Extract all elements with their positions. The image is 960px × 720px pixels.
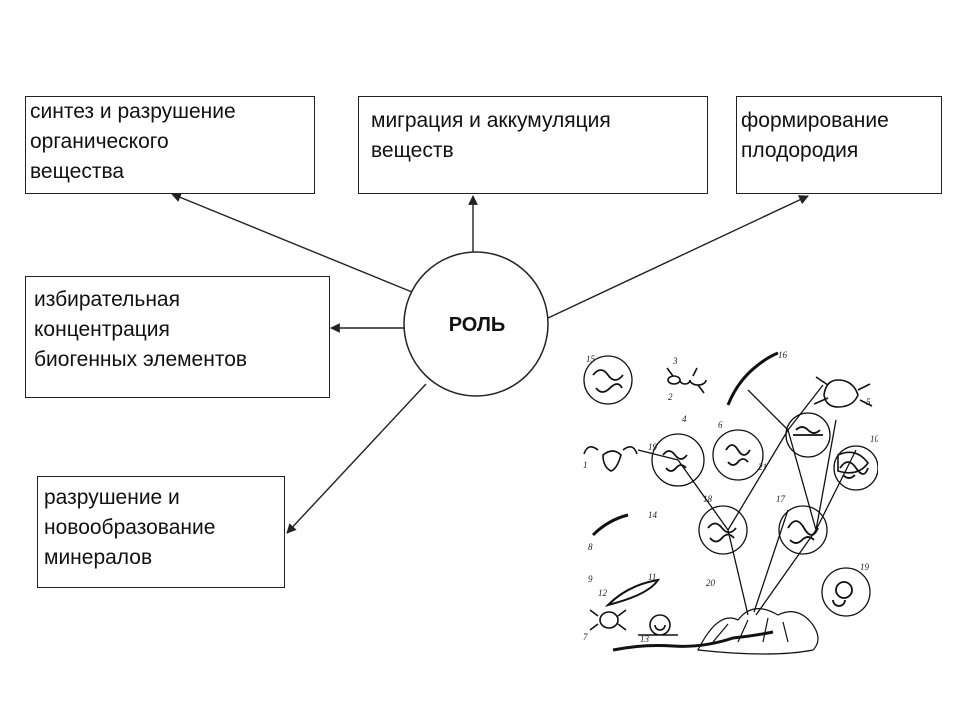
micro-organisms — [592, 369, 869, 607]
illustration-number: 11 — [648, 572, 656, 582]
role-box-fertility: формирование плодородия — [736, 96, 942, 194]
woodlouse-icon — [837, 451, 869, 474]
illustration-number: 8 — [588, 542, 593, 552]
illustration-number: 15 — [586, 354, 596, 364]
illustration-number: 5 — [866, 397, 871, 407]
food-web-lines — [637, 384, 857, 616]
illustration-number: 20 — [706, 578, 716, 588]
beetle-icon — [813, 376, 873, 408]
illustration-number: 16 — [778, 350, 788, 360]
illustration-number: 13 — [640, 634, 650, 644]
role-box-minerals: разрушение и новообразование минералов — [37, 476, 285, 588]
fly-icon — [583, 446, 638, 472]
micro-circle-1 — [583, 355, 633, 405]
soil-organisms-illustration: 15 3 16 2 4 6 5 1 19 18 21 17 10 11 7 20… — [583, 350, 878, 655]
illustration-number: 12 — [598, 588, 608, 598]
illustration-number: 7 — [583, 632, 588, 642]
center-circle — [403, 251, 549, 397]
illustration-number: 19 — [860, 562, 870, 572]
arrow-to-minerals — [286, 383, 427, 534]
micro-circle-2 — [651, 433, 705, 487]
slug-icon — [604, 578, 661, 607]
centipede-icon — [591, 513, 629, 537]
illustration-number: 19 — [648, 442, 658, 452]
micro-circle-3 — [712, 429, 764, 481]
illustration-number: 10 — [870, 434, 878, 444]
micro-circle-6 — [698, 505, 748, 555]
role-text: формирование плодородия — [741, 109, 889, 163]
role-text: миграция и аккумуляция веществ — [371, 109, 611, 163]
role-text: синтез и разрушение органического вещест… — [30, 100, 236, 184]
illustration-number: 6 — [718, 420, 723, 430]
arrow-to-fertility — [547, 195, 809, 319]
micro-circle-5 — [833, 445, 878, 491]
micro-circle-8 — [821, 567, 871, 617]
ant-icon — [666, 367, 707, 394]
arrow-to-synthesis — [171, 192, 413, 293]
illustration-number: 18 — [703, 494, 713, 504]
center-label: РОЛЬ — [448, 314, 506, 336]
role-box-synthesis: синтез и разрушение органического вещест… — [25, 96, 315, 194]
role-box-concentration: избирательная концентрация биогенных эле… — [25, 276, 330, 398]
micro-circle-4 — [785, 412, 831, 458]
plant-litter-icon — [697, 608, 819, 655]
illustration-number: 1 — [583, 460, 588, 470]
illustration-number: 21 — [758, 462, 767, 472]
illustration-number: 17 — [776, 494, 786, 504]
earthworm-icon — [612, 630, 774, 652]
illustration-number: 3 — [672, 356, 678, 366]
mite-icon — [589, 609, 627, 631]
illustration-number: 4 — [682, 414, 687, 424]
micro-circle-7 — [778, 505, 828, 555]
role-box-migration: миграция и аккумуляция веществ — [358, 96, 708, 194]
role-text: избирательная концентрация биогенных эле… — [34, 288, 248, 372]
snail-icon — [638, 614, 678, 636]
illustration-number: 14 — [648, 510, 658, 520]
millipede-icon — [726, 351, 779, 406]
role-text: разрушение и новообразование минералов — [44, 486, 216, 570]
illustration-number: 9 — [588, 574, 593, 584]
illustration-number: 2 — [668, 392, 673, 402]
